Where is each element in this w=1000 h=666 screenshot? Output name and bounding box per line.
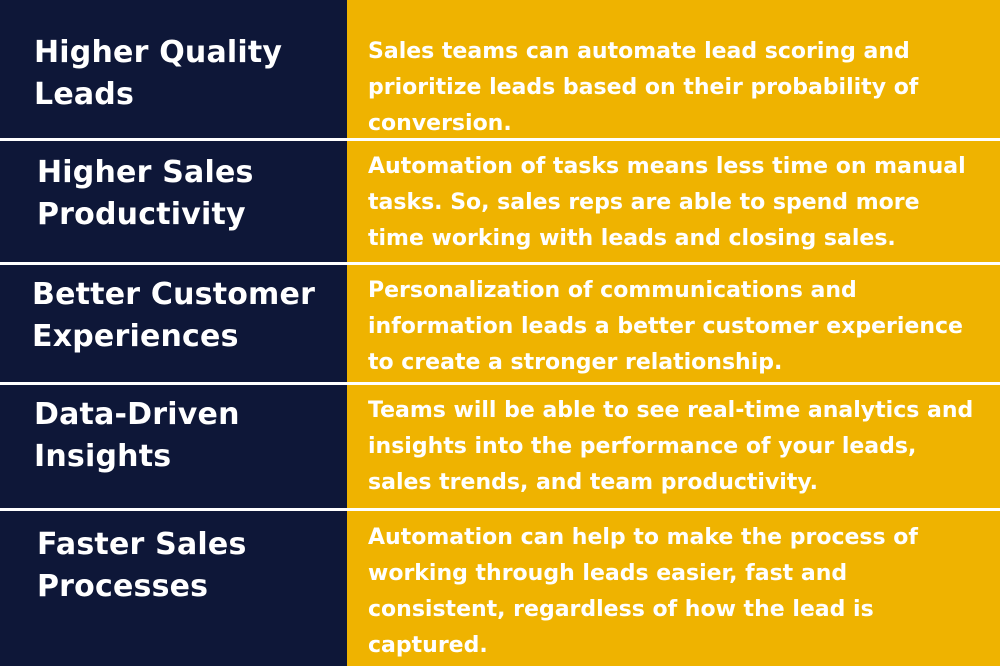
benefit-description: Sales teams can automate lead scoring an… bbox=[368, 39, 919, 136]
benefit-title: Better Customer Experiences bbox=[32, 277, 316, 354]
benefit-description-cell: Automation can help to make the process … bbox=[347, 511, 1000, 666]
benefit-title-cell: Higher Sales Productivity bbox=[0, 141, 347, 265]
benefit-description-cell: Sales teams can automate lead scoring an… bbox=[347, 0, 1000, 141]
benefit-description: Automation can help to make the process … bbox=[368, 525, 918, 658]
benefit-description-cell: Personalization of communications and in… bbox=[347, 265, 1000, 385]
benefit-description-cell: Teams will be able to see real-time anal… bbox=[347, 385, 1000, 511]
benefit-description: Personalization of communications and in… bbox=[368, 278, 963, 375]
benefit-title-cell: Faster Sales Processes bbox=[0, 511, 347, 666]
benefit-title: Faster Sales Processes bbox=[37, 527, 247, 604]
benefit-title-cell: Higher Quality Leads bbox=[0, 0, 347, 141]
benefit-title: Data-Driven Insights bbox=[34, 397, 240, 474]
benefit-description: Automation of tasks means less time on m… bbox=[368, 154, 966, 251]
benefit-title-cell: Data-Driven Insights bbox=[0, 385, 347, 511]
benefit-title: Higher Quality Leads bbox=[34, 35, 283, 112]
benefit-title-cell: Better Customer Experiences bbox=[0, 265, 347, 385]
benefit-description-cell: Automation of tasks means less time on m… bbox=[347, 141, 1000, 265]
benefit-description: Teams will be able to see real-time anal… bbox=[368, 398, 974, 495]
benefit-title: Higher Sales Productivity bbox=[37, 155, 254, 232]
